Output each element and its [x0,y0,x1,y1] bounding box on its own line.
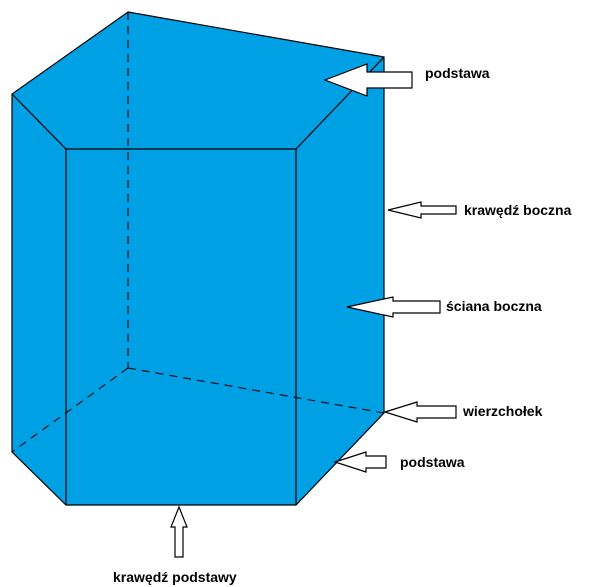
arrow-top-base [323,63,413,97]
label-lateral-edge: krawędź boczna [464,202,572,218]
label-lateral-face: ściana boczna [446,298,542,314]
hidden-edges [11,12,385,453]
prism-body [11,11,385,506]
arrow-base-edge [170,505,188,558]
top-base-edges [11,56,385,150]
label-vertex: wierzchołek [462,403,543,419]
annotation-arrows [170,63,457,558]
label-base-edge: krawędź podstawy [113,569,237,585]
arrow-lateral-face [346,296,441,318]
arrow-vertex [382,401,457,423]
label-bottom-base: podstawa [400,454,465,470]
arrow-lateral-edge [387,201,457,219]
label-top-base: podstawa [425,65,490,81]
arrow-bottom-base [333,451,387,473]
